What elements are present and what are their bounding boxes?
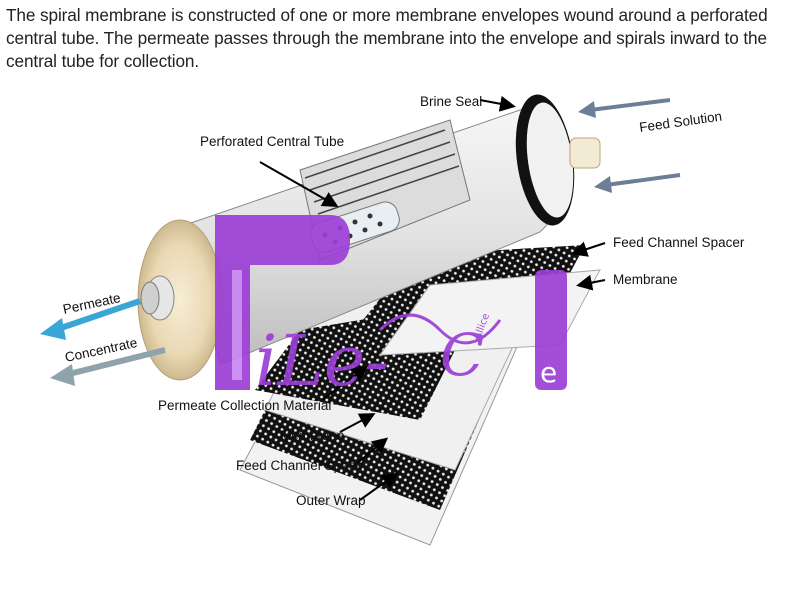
label-feed-channel-spacer-bottom: Feed Channel Spacer (236, 458, 368, 473)
front-end-cap (137, 219, 223, 381)
watermark-logo: iLe- C e Allice (215, 215, 567, 402)
leader-lines (259, 95, 606, 501)
permeate-arrow (40, 298, 141, 340)
brine-seal (515, 94, 601, 226)
label-perforated-central-tube: Perforated Central Tube (200, 134, 344, 149)
feed-solution-arrows (578, 98, 681, 193)
label-brine-seal: Brine Seal (420, 94, 482, 109)
label-membrane-bottom: Membrane (280, 428, 345, 443)
svg-text:C: C (440, 321, 484, 389)
caption-line-3: central tube for collection. (6, 51, 200, 71)
label-outer-wrap: Outer Wrap (296, 493, 366, 508)
svg-text:e: e (540, 356, 557, 389)
label-membrane-top: Membrane (613, 272, 678, 287)
caption: The spiral membrane is constructed of on… (6, 4, 796, 73)
concentrate-arrow (50, 347, 166, 386)
caption-line-2: central tube. The permeate passes throug… (6, 28, 767, 48)
label-feed-channel-spacer-top: Feed Channel Spacer (613, 235, 745, 250)
caption-line-1: The spiral membrane is constructed of on… (6, 5, 768, 25)
label-permeate-collection-material: Permeate Collection Material (158, 398, 331, 413)
watermark-text: iLe- (255, 320, 389, 402)
label-feed-solution: Feed Solution (638, 109, 723, 135)
